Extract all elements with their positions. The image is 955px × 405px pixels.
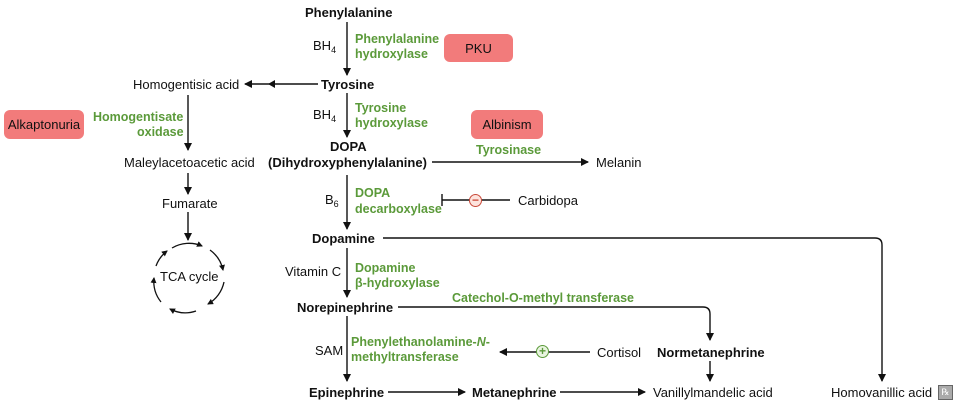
node-melanin: Melanin — [596, 155, 642, 170]
inhibition-minus-icon: − — [469, 194, 482, 207]
node-dopa: DOPA — [330, 139, 367, 154]
arrow-ne-to-nmn — [398, 306, 714, 341]
disease-alkaptonuria-badge: Alkaptonuria — [4, 110, 84, 139]
node-metanephrine: Metanephrine — [472, 385, 557, 400]
rx-logo-icon: ℞ — [938, 385, 953, 400]
node-normetanephrine: Normetanephrine — [657, 345, 765, 360]
node-norepinephrine: Norepinephrine — [297, 300, 394, 315]
node-tyrosine: Tyrosine — [321, 77, 375, 92]
hormone-cortisol: Cortisol — [597, 345, 642, 360]
enzyme-tyrosinase: Tyrosinase — [476, 143, 542, 157]
cofactor-b6: B6 — [325, 192, 339, 209]
node-homovanillic-acid: Homovanillic acid — [831, 385, 933, 400]
enzyme-dopa-decarboxylase-line1: DOPA — [355, 186, 391, 200]
disease-pku-badge: PKU — [444, 34, 513, 62]
enzyme-pnmt-line2: methyltransferase — [351, 350, 459, 364]
enzyme-dopamine-hydroxylase-line2: β-hydroxylase — [355, 276, 440, 290]
drug-carbidopa: Carbidopa — [518, 193, 578, 208]
cofactor-bh4-a: BH4 — [313, 38, 337, 55]
enzyme-phenylalanine-hydroxylase-line1: Phenylalanine — [355, 32, 440, 46]
enzyme-pnmt-line1: Phenylethanolamine-N- — [351, 335, 490, 349]
enzyme-comt: Catechol-O-methyl transferase — [452, 291, 635, 305]
cofactor-sam: SAM — [315, 343, 344, 358]
enzyme-dopamine-hydroxylase-line1: Dopamine — [355, 261, 416, 275]
enzyme-homogentisate-oxidase-line2: oxidase — [137, 125, 184, 139]
node-dopa-full-name: (Dihydroxyphenylalanine) — [268, 155, 427, 170]
node-dopamine: Dopamine — [312, 231, 375, 246]
arrow-dopamine-to-hva — [383, 237, 886, 382]
node-fumarate: Fumarate — [162, 196, 218, 211]
enzyme-homogentisate-oxidase-line1: Homogentisate — [93, 110, 184, 124]
node-maleylacetoacetic-acid: Maleylacetoacetic acid — [124, 155, 255, 170]
activation-plus-icon: + — [536, 345, 549, 358]
node-vanillylmandelic-acid: Vanillylmandelic acid — [653, 385, 773, 400]
node-tca-cycle: TCA cycle — [160, 269, 219, 284]
cofactor-bh4-b: BH4 — [313, 107, 337, 124]
enzyme-phenylalanine-hydroxylase-line2: hydroxylase — [355, 47, 428, 61]
cofactor-vitamin-c: Vitamin C — [285, 264, 342, 279]
enzyme-tyrosine-hydroxylase-line1: Tyrosine — [355, 101, 407, 115]
node-epinephrine: Epinephrine — [309, 385, 385, 400]
node-homogentisic-acid: Homogentisic acid — [133, 77, 240, 92]
enzyme-dopa-decarboxylase-line2: decarboxylase — [355, 202, 442, 216]
node-phenylalanine: Phenylalanine — [305, 5, 393, 20]
tca-cycle-arrows — [150, 241, 225, 314]
enzyme-tyrosine-hydroxylase-line2: hydroxylase — [355, 116, 428, 130]
disease-albinism-badge: Albinism — [471, 110, 543, 139]
